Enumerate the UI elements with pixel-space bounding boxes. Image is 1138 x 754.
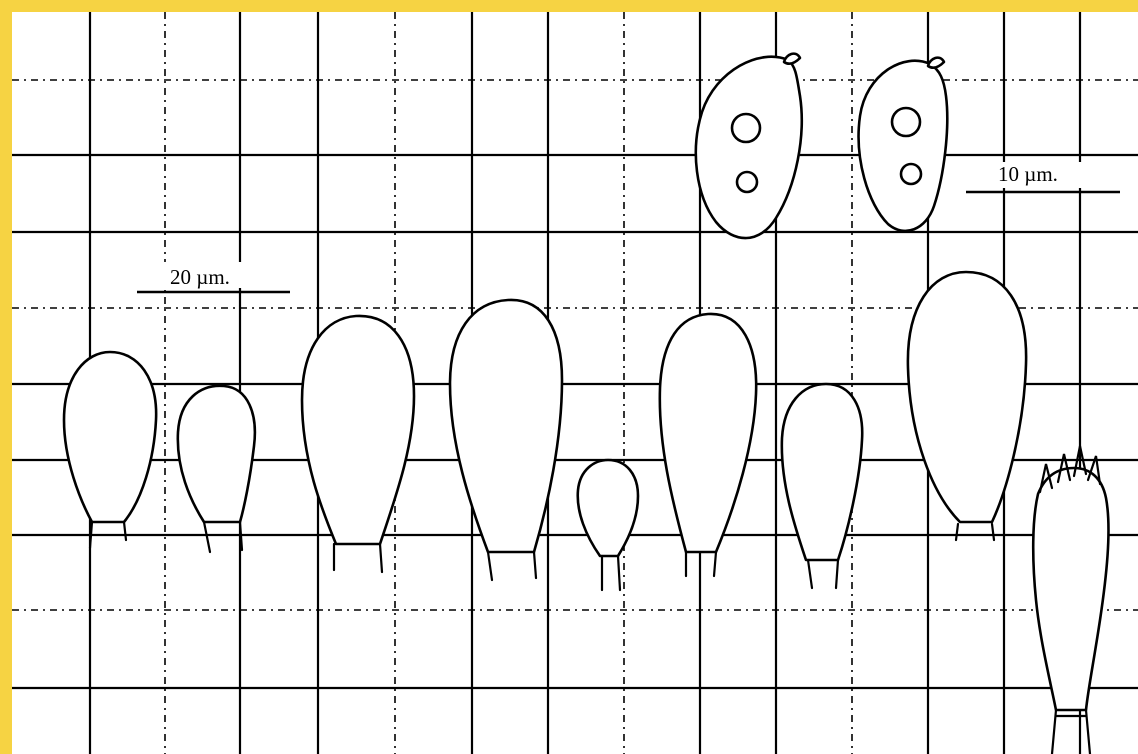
- vesicle-1: [64, 352, 156, 548]
- spore-1: [696, 54, 802, 238]
- vesicle-6-outline: [660, 314, 756, 552]
- basidium-outline: [1033, 468, 1108, 710]
- spore-1-oil-drop: [737, 172, 757, 192]
- basidium: [1033, 446, 1108, 754]
- spore-1-apiculus: [784, 54, 800, 64]
- vesicle-2-outline: [178, 386, 255, 522]
- vesicle-7-outline: [782, 384, 862, 560]
- vesicle-4-stalk: [488, 552, 536, 580]
- vesicle-5: [578, 460, 638, 590]
- spore-2: [859, 58, 948, 231]
- vesicle-5-outline: [578, 460, 638, 556]
- spore-2-outline: [859, 61, 948, 231]
- spore-2-oil-drop: [901, 164, 921, 184]
- vesicle-8-stalk: [956, 524, 994, 540]
- vesicle-4: [450, 300, 562, 580]
- spore-2-oil-drop: [892, 108, 920, 136]
- vesicle-2: [178, 386, 255, 552]
- spore-2-apiculus: [928, 58, 944, 68]
- vesicle-2-stalk: [204, 522, 242, 552]
- scale-bar-10um: 10 µm.: [966, 162, 1120, 192]
- vesicle-3-stalk: [334, 544, 382, 572]
- drawing-sheet: 20 µm. 10 µm.: [12, 12, 1138, 754]
- vesicle-5-stalk: [602, 556, 620, 590]
- scale-bar-20um: 20 µm.: [137, 262, 290, 292]
- vesicle-7: [782, 384, 862, 588]
- spore-1-oil-drop: [732, 114, 760, 142]
- vesicle-8-outline: [908, 272, 1026, 522]
- vesicle-7-stalk: [808, 560, 838, 588]
- scale-bar-20um-label: 20 µm.: [170, 265, 230, 289]
- vesicle-1-outline: [64, 352, 156, 522]
- vesicle-8: [908, 272, 1026, 540]
- spore-1-outline: [696, 57, 802, 238]
- basidium-base: [1052, 710, 1090, 754]
- vesicle-4-outline: [450, 300, 562, 552]
- vesicle-6: [660, 314, 756, 576]
- micrograph-drawing: 20 µm. 10 µm.: [12, 12, 1138, 754]
- scale-bar-10um-label: 10 µm.: [998, 162, 1058, 186]
